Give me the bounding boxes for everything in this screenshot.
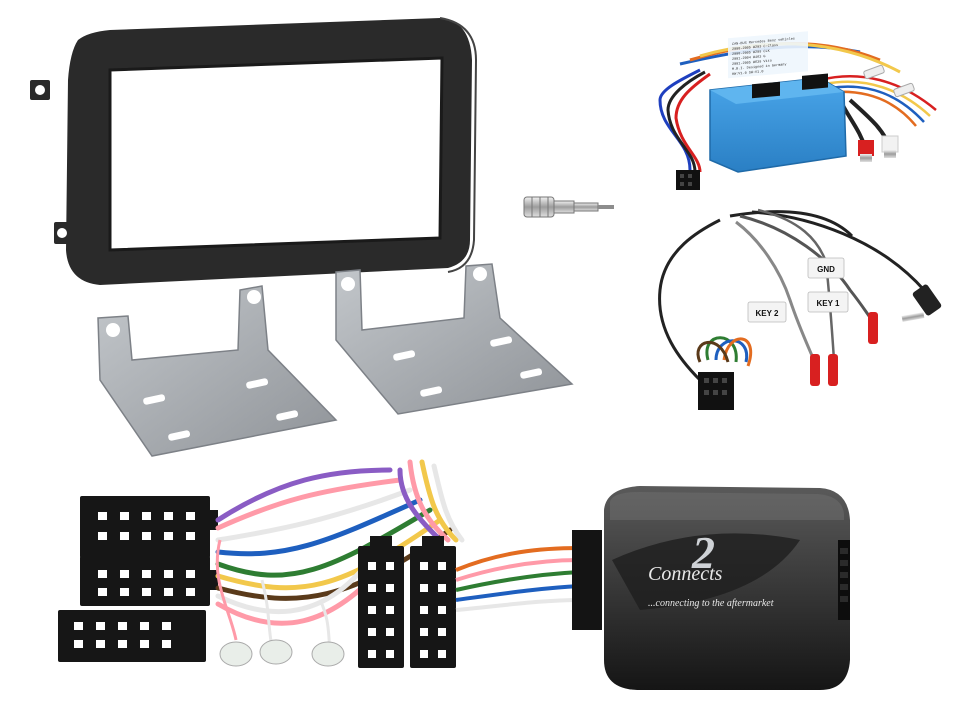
mounting-bracket-icon: [97, 263, 574, 457]
patch-label-tag: [807, 291, 849, 313]
double-din-fascia-icon: [30, 17, 478, 285]
interface-label-line: 2001-2004 W463 G: [732, 55, 766, 62]
interface-label-line: 2000-2005 W203 C-Class: [732, 43, 778, 52]
patch-label-key1: KEY 1: [817, 299, 841, 308]
iso-harness-icon: [58, 459, 581, 668]
can-bus-interface-icon: CAN-BUS Mercedes Benz vehicles 2000-2005…: [658, 31, 937, 190]
interface-label-line: CAN-BUS Mercedes Benz vehicles: [732, 36, 795, 46]
interface-label-line: HW:V1.0 SW:V1.0: [732, 70, 763, 77]
interface-label-line: M.B.I. Designed in Germany: [732, 62, 787, 72]
interface-label-line: 2000-2005 W209 CLK: [732, 50, 771, 57]
control-box-tagline: ...connecting to the aftermarket: [648, 598, 774, 609]
patch-lead-icon: GND KEY 2 KEY 1: [658, 208, 942, 410]
antenna-adapter-icon: [523, 196, 614, 218]
patch-label-tag: [747, 301, 787, 323]
patch-label-tag: [807, 257, 845, 279]
steering-control-box-icon: 2 Connects ...connecting to the aftermar…: [572, 486, 850, 690]
patch-label-gnd: GND: [817, 265, 835, 274]
interface-label-line: 2001-2005 W639 Vito: [732, 58, 772, 66]
control-box-numeral: 2: [691, 527, 715, 578]
patch-label-key2: KEY 2: [756, 309, 780, 318]
control-box-brand: Connects: [648, 563, 723, 585]
